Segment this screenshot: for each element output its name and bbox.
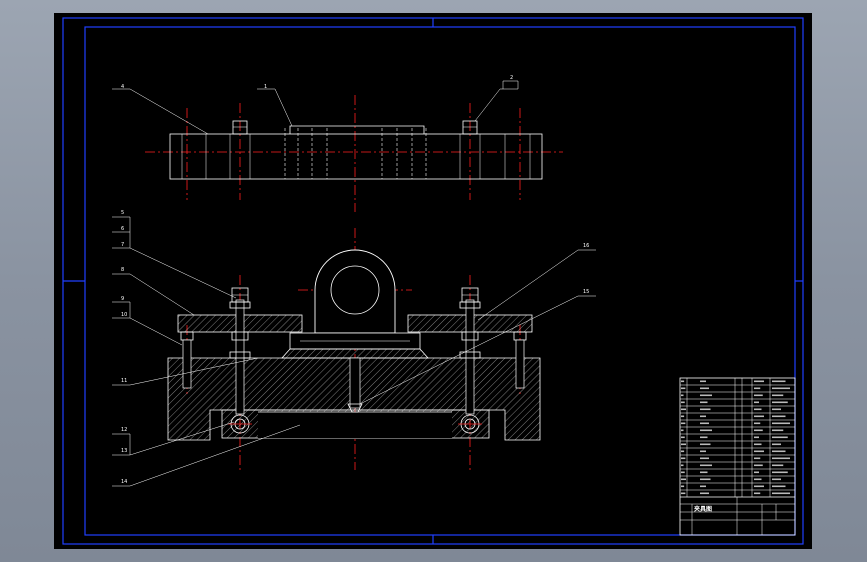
- balloon-6: 6: [121, 226, 124, 232]
- parts-cell-text: [700, 408, 711, 411]
- parts-cell-text: [772, 443, 781, 446]
- parts-cell-text: [681, 436, 685, 439]
- parts-cell-text: [772, 485, 786, 488]
- parts-cell-text: [681, 394, 684, 397]
- parts-cell-text: [754, 408, 762, 411]
- parts-cell-text: [700, 415, 706, 418]
- balloon-13: 13: [121, 448, 127, 454]
- parts-cell-text: [772, 436, 788, 439]
- front-view: [167, 228, 541, 470]
- parts-cell-text: [700, 436, 708, 439]
- parts-cell-text: [754, 457, 761, 460]
- parts-cell-text: [681, 401, 685, 404]
- balloon-9: 9: [121, 296, 124, 302]
- parts-cell-text: [681, 485, 685, 488]
- balloon-10: 10: [121, 312, 127, 318]
- balloon-7: 7: [121, 242, 124, 248]
- parts-cell-text: [700, 387, 709, 390]
- balloon-2: 2: [510, 75, 513, 81]
- parts-cell-text: [681, 492, 686, 495]
- balloon-16: 16: [583, 243, 589, 249]
- parts-cell-text: [681, 415, 685, 418]
- parts-cell-text: [700, 401, 708, 404]
- drawing-title: 夹具图: [694, 505, 712, 513]
- parts-cell-text: [700, 422, 709, 425]
- parts-cell-text: [754, 394, 763, 397]
- balloon-4: 4: [121, 84, 124, 90]
- parts-cell-text: [772, 478, 781, 481]
- parts-cell-text: [754, 443, 762, 446]
- parts-cell-text: [754, 387, 761, 390]
- parts-cell-text: [700, 450, 706, 453]
- inner-frame: [84, 26, 796, 536]
- parts-cell-text: [772, 457, 790, 460]
- parts-cell-text: [754, 478, 762, 481]
- balloon-1: 1: [264, 84, 267, 90]
- top-view: [145, 95, 563, 212]
- parts-cell-text: [754, 450, 764, 453]
- parts-cell-text: [700, 429, 712, 432]
- parts-cell-text: [681, 387, 686, 390]
- parts-cell-text: [700, 471, 708, 474]
- parts-cell-text: [681, 429, 684, 432]
- balloon-5: 5: [121, 210, 124, 216]
- balloon-12: 12: [121, 427, 127, 433]
- parts-cell-text: [754, 401, 759, 404]
- parts-cell-text: [681, 464, 684, 467]
- parts-cell-text: [772, 422, 790, 425]
- parts-cell-text: [754, 429, 763, 432]
- parts-cell-text: [772, 401, 788, 404]
- parts-cell-text: [700, 478, 711, 481]
- balloon-11: 11: [121, 378, 127, 384]
- parts-cell-text: [754, 464, 763, 467]
- parts-cell-text: [681, 457, 686, 460]
- balloon-15: 15: [583, 289, 589, 295]
- fixture-assembly-drawing: 4 1 2: [62, 17, 804, 545]
- parts-list-table: 夹具图: [679, 377, 796, 536]
- parts-cell-text: [772, 408, 781, 411]
- parts-cell-text: [754, 422, 761, 425]
- parts-cell-text: [754, 492, 761, 495]
- parts-cell-text: [772, 380, 786, 383]
- parts-cell-text: [681, 471, 685, 474]
- parts-cell-text: [681, 450, 685, 453]
- parts-cell-text: [772, 387, 790, 390]
- front-view-leaders: 5 6 7 8 9 10 11 12 13 14 15 16: [112, 210, 596, 487]
- parts-cell-text: [772, 471, 788, 474]
- parts-cell-text: [772, 492, 790, 495]
- balloon-8: 8: [121, 267, 124, 273]
- parts-cell-text: [754, 436, 759, 439]
- parts-cell-text: [681, 408, 686, 411]
- drawing-sheet: 4 1 2: [54, 13, 812, 549]
- parts-cell-text: [681, 443, 686, 446]
- top-view-leaders: 4 1 2: [112, 75, 519, 135]
- parts-cell-text: [772, 429, 784, 432]
- parts-cell-text: [754, 485, 764, 488]
- parts-cell-text: [681, 422, 686, 425]
- parts-cell-text: [681, 380, 685, 383]
- parts-cell-text: [700, 457, 709, 460]
- parts-cell-text: [772, 394, 784, 397]
- parts-cell-text: [754, 415, 764, 418]
- parts-cell-text: [754, 471, 759, 474]
- parts-cell-text: [772, 415, 786, 418]
- centering-marks: [63, 18, 803, 544]
- parts-cell-text: [700, 464, 712, 467]
- parts-cell-text: [700, 394, 712, 397]
- parts-cell-text: [681, 478, 686, 481]
- parts-cell-text: [754, 380, 764, 383]
- balloon-14: 14: [121, 479, 127, 485]
- parts-cell-text: [700, 492, 709, 495]
- parts-cell-text: [700, 380, 706, 383]
- parts-cell-text: [700, 443, 711, 446]
- parts-cell-text: [772, 450, 786, 453]
- parts-cell-text: [700, 485, 706, 488]
- parts-cell-text: [772, 464, 784, 467]
- outer-frame: [62, 17, 804, 545]
